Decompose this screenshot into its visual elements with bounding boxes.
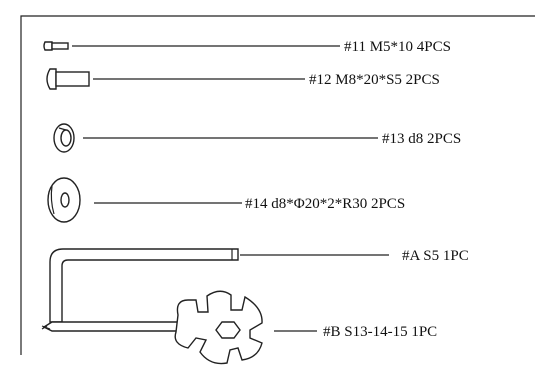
part-11: #11 M5*10 4PCS [43, 39, 451, 55]
multi-wrench-icon [41, 290, 263, 365]
part-12: #12 M8*20*S5 2PCS [46, 68, 440, 90]
part-14-label: #14 d8*Φ20*2*R30 2PCS [245, 196, 405, 212]
part-a: #A S5 1PC [49, 248, 469, 323]
flat-washer-icon [47, 177, 81, 223]
part-12-label: #12 M8*20*S5 2PCS [309, 72, 440, 88]
part-14: #14 d8*Φ20*2*R30 2PCS [47, 177, 405, 223]
part-11-label: #11 M5*10 4PCS [344, 39, 451, 55]
part-b: #B S13-14-15 1PC [41, 290, 437, 365]
part-a-label: #A S5 1PC [402, 248, 469, 264]
bolt-long-icon [46, 68, 90, 90]
part-b-label: #B S13-14-15 1PC [323, 324, 437, 340]
allen-key-icon [49, 248, 239, 323]
part-13: #13 d8 2PCS [53, 123, 461, 153]
bolt-short-icon [43, 41, 69, 51]
frame-border [20, 15, 535, 355]
part-13-label: #13 d8 2PCS [382, 131, 461, 147]
spring-washer-icon [53, 123, 75, 153]
